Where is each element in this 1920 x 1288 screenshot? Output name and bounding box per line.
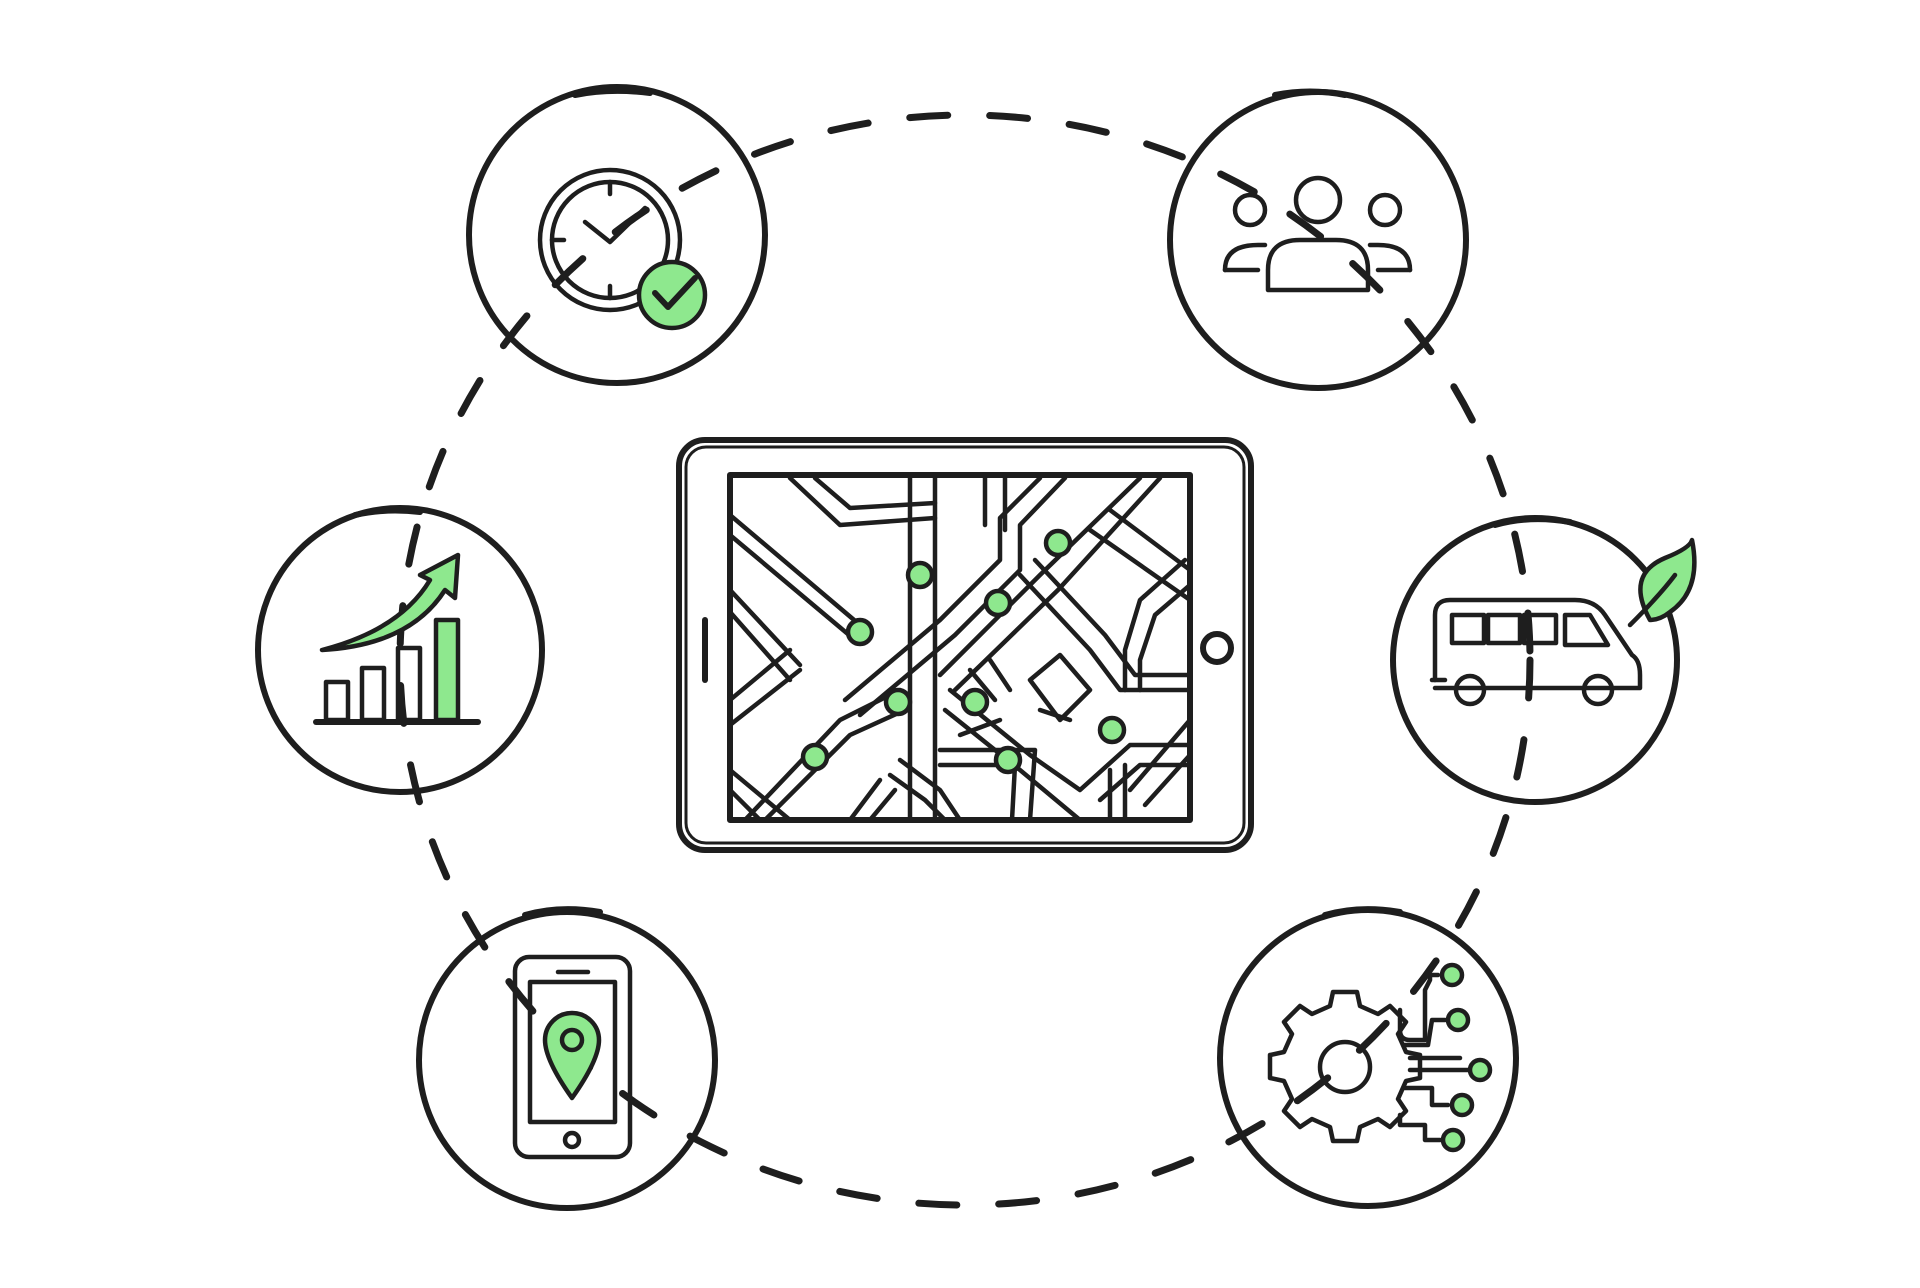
- node-mobile-location: [416, 906, 718, 1211]
- phone-location-pin-icon: [512, 954, 633, 1160]
- street-map: [733, 478, 1187, 817]
- clock-check-icon: [537, 167, 708, 331]
- node-schedule: [466, 84, 768, 386]
- gear-circuit-icon: [1267, 962, 1493, 1153]
- group-people-icon: [1222, 175, 1413, 293]
- node-tech: [1217, 906, 1519, 1209]
- route-stops: [800, 528, 1127, 775]
- node-growth: [255, 505, 545, 795]
- tablet-route-map-icon: [676, 437, 1254, 853]
- dashed-connector-ring: [396, 111, 1534, 1209]
- node-eco-transport: [1390, 515, 1697, 805]
- node-people: [1167, 88, 1469, 391]
- growth-chart-icon: [313, 552, 481, 725]
- eco-van-icon: [1429, 537, 1697, 707]
